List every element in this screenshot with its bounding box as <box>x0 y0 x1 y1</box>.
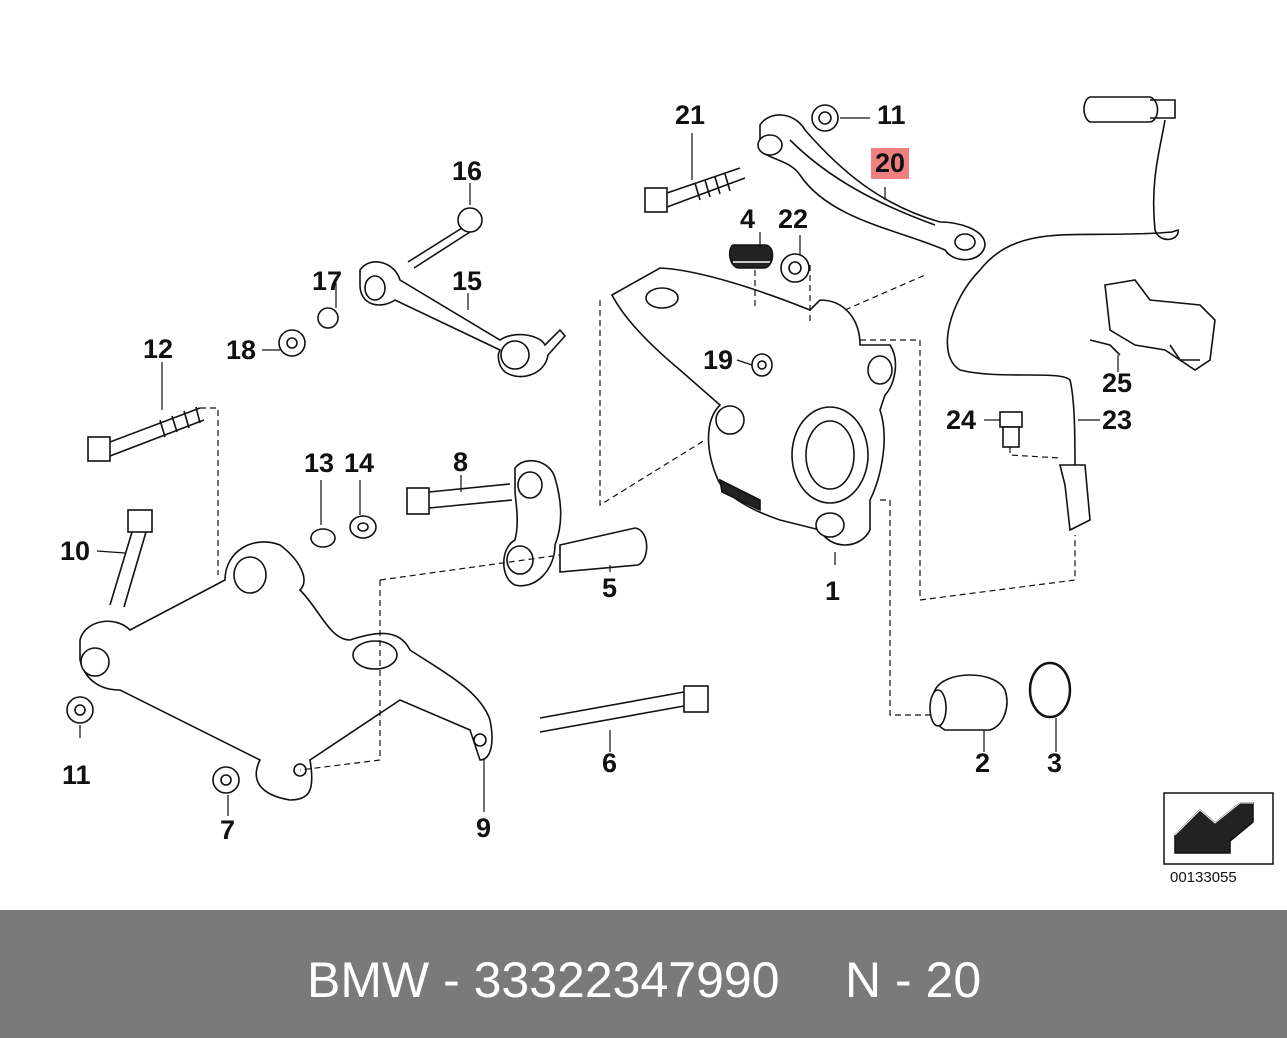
callout-22: 22 <box>778 204 809 234</box>
part-11-nut-top <box>811 104 839 132</box>
part-20-control-arm <box>757 114 986 261</box>
part-14-nut <box>349 515 377 539</box>
callout-4: 4 <box>740 204 756 234</box>
part-7-nut <box>212 766 240 794</box>
parts-diagram: 1 2 3 4 5 6 7 8 9 10 11 11 12 13 14 15 1… <box>60 96 1274 886</box>
callout-23: 23 <box>1102 405 1133 435</box>
part-11-nut-bottom <box>66 696 94 724</box>
part-4-cap <box>728 244 774 269</box>
callout-7: 7 <box>220 815 236 845</box>
callout-12: 12 <box>143 334 174 364</box>
orientation-arrow-box <box>1163 792 1274 865</box>
position-text: N - 20 <box>845 952 982 1008</box>
part-15-link <box>359 261 567 378</box>
callout-14: 14 <box>344 448 375 478</box>
callout-1: 1 <box>825 576 841 606</box>
part-21-bolt <box>644 167 746 213</box>
parts-illustration <box>66 96 1274 865</box>
part-22-nut <box>780 253 810 283</box>
callout-15: 15 <box>452 266 483 296</box>
subframe <box>79 541 493 801</box>
assembly-leaders <box>200 265 1076 771</box>
part-18-nut <box>278 329 306 357</box>
callout-2: 2 <box>975 748 991 778</box>
callout-16: 16 <box>452 156 483 186</box>
callout-19: 19 <box>703 345 734 375</box>
callout-leaders <box>79 117 1119 816</box>
part-24-bolt <box>999 411 1023 448</box>
part-16-bolt <box>407 207 483 269</box>
part-6-bolt <box>539 685 709 733</box>
callout-10: 10 <box>60 536 91 566</box>
part-19-nut <box>751 353 773 377</box>
part-number-text: BMW - 33322347990 <box>307 952 780 1008</box>
diagram-id: 00133055 <box>1170 869 1237 886</box>
part-8-bolt <box>406 483 513 515</box>
callout-11-top: 11 <box>877 100 906 130</box>
footer-bar <box>0 910 1287 1038</box>
part-2-bushing <box>929 674 1008 731</box>
part-13-washer <box>310 528 336 548</box>
callout-3: 3 <box>1047 748 1063 778</box>
part-5-sleeve <box>559 527 648 573</box>
callout-5: 5 <box>602 573 618 603</box>
part-9-link <box>502 459 562 587</box>
callout-17: 17 <box>312 266 343 296</box>
part-23-sensor <box>946 96 1179 532</box>
part-17-washer <box>317 307 339 329</box>
callout-18: 18 <box>226 335 257 365</box>
part-25-clip <box>1089 279 1216 371</box>
part-10-bolt <box>109 509 153 608</box>
part-12-bolt <box>87 406 205 462</box>
callout-9: 9 <box>476 813 492 843</box>
callout-13: 13 <box>304 448 335 478</box>
callout-21: 21 <box>675 100 706 130</box>
part-3-ring <box>1028 661 1072 719</box>
callout-8: 8 <box>453 447 469 477</box>
part-1-wheel-carrier <box>610 267 897 546</box>
callout-20-highlighted: 20 <box>871 148 910 179</box>
callout-6: 6 <box>602 748 618 778</box>
callout-24: 24 <box>946 405 977 435</box>
callout-11-bottom: 11 <box>62 760 91 790</box>
callout-25: 25 <box>1102 368 1133 398</box>
